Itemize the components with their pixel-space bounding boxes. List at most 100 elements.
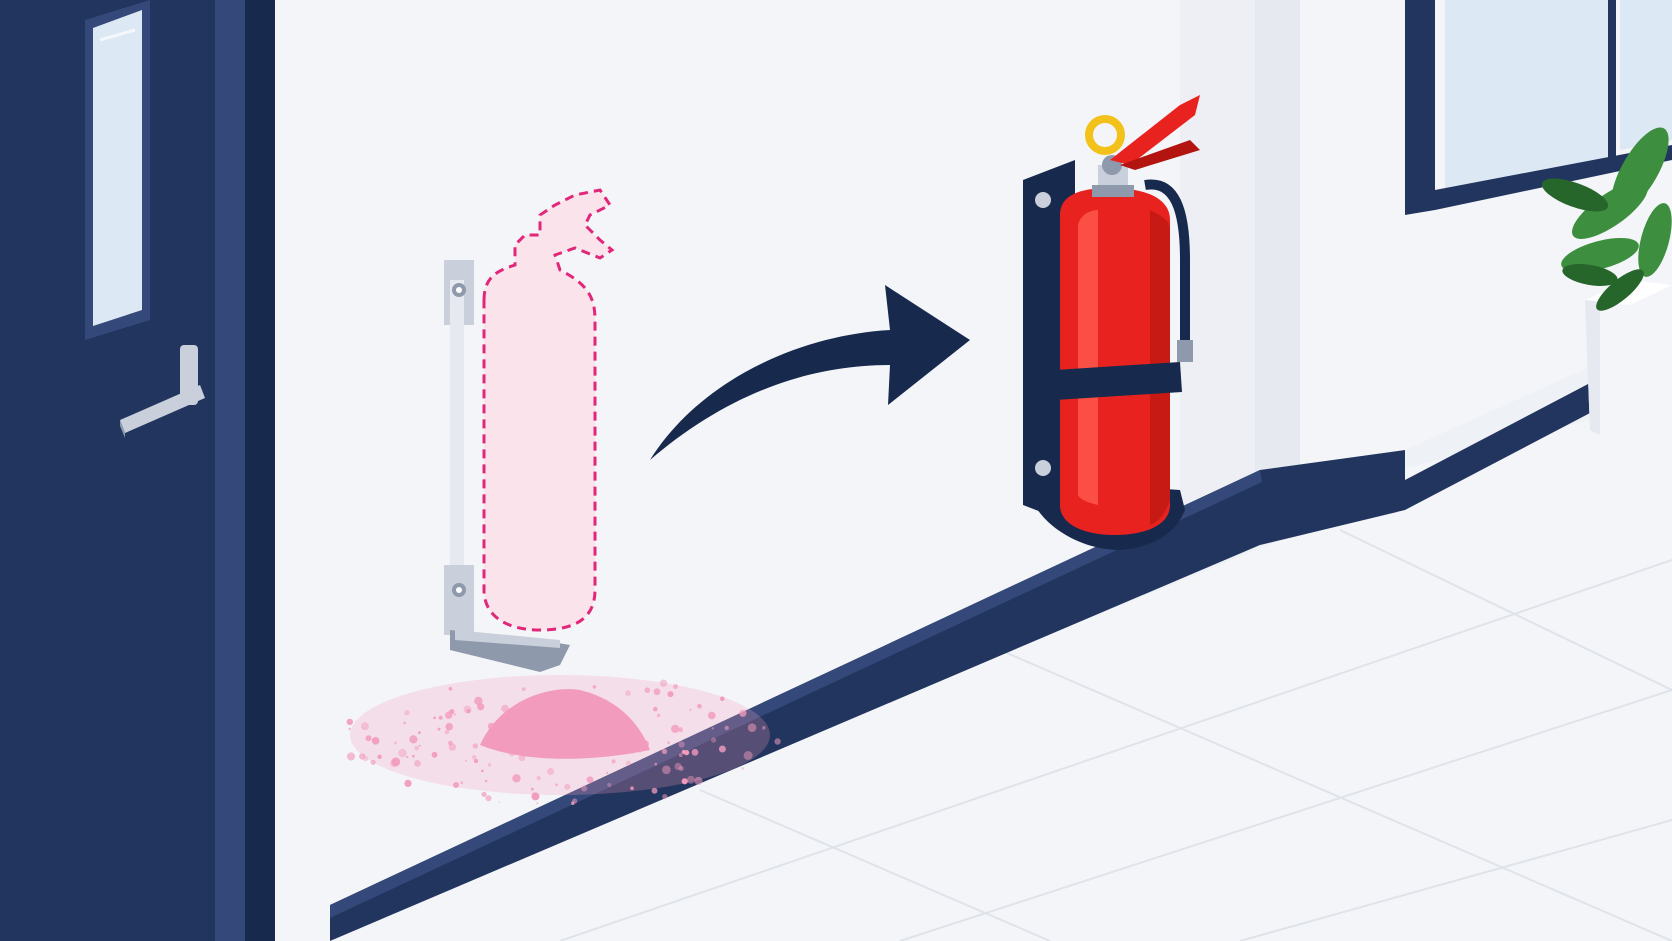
powder-particle — [360, 722, 369, 731]
powder-particle — [444, 729, 450, 735]
powder-particle — [471, 754, 477, 760]
powder-particle — [466, 709, 471, 714]
powder-particle — [365, 735, 372, 742]
powder-particle — [720, 696, 725, 701]
powder-particle — [667, 741, 670, 745]
powder-particle — [404, 710, 410, 716]
powder-particle — [667, 691, 674, 698]
powder-particle — [651, 787, 658, 794]
powder-particle — [541, 748, 544, 751]
powder-particle — [445, 722, 454, 731]
powder-particle — [481, 769, 484, 773]
powder-particle — [711, 737, 717, 743]
powder-particle — [485, 795, 492, 802]
powder-particle — [747, 723, 757, 732]
powder-particle — [743, 751, 753, 760]
powder-particle — [659, 679, 668, 687]
door-icon — [0, 0, 275, 941]
powder-particle — [573, 741, 581, 750]
powder-particle — [418, 744, 421, 747]
powder-particle — [433, 716, 436, 720]
powder-particle — [531, 792, 540, 801]
empty-bracket-icon — [444, 260, 570, 672]
powder-particle — [377, 754, 382, 759]
powder-particle — [607, 782, 612, 788]
spilled-powder-icon — [346, 675, 781, 805]
powder-particle — [686, 775, 695, 784]
powder-particle — [762, 726, 766, 730]
powder-particle — [438, 715, 443, 720]
powder-particle — [484, 779, 488, 783]
powder-particle — [449, 709, 455, 715]
powder-particle — [689, 708, 692, 712]
powder-particle — [346, 718, 353, 726]
powder-particle — [577, 748, 587, 758]
powder-particle — [409, 735, 418, 744]
powder-particle — [718, 745, 726, 753]
powder-particle — [477, 703, 485, 711]
powder-particle — [673, 684, 678, 689]
powder-particle — [499, 717, 508, 726]
powder-particle — [653, 706, 658, 712]
powder-particle — [498, 801, 501, 804]
powder-particle — [453, 782, 459, 788]
powder-particle — [555, 783, 558, 786]
powder-particle — [581, 785, 588, 792]
powder-particle — [694, 776, 703, 786]
powder-particle — [602, 713, 608, 719]
powder-particle — [371, 737, 380, 745]
powder-particle — [507, 738, 512, 743]
powder-particle — [412, 754, 415, 758]
powder-particle — [536, 802, 539, 805]
powder-particle — [414, 760, 421, 767]
baseboard-top — [330, 470, 1262, 918]
powder-particle — [681, 778, 688, 785]
powder-particle — [487, 763, 492, 767]
powder-particle — [363, 756, 369, 762]
powder-particle — [547, 767, 555, 776]
powder-particle — [611, 759, 616, 764]
powder-particle — [604, 699, 608, 702]
powder-particle — [662, 794, 668, 800]
powder-particle — [431, 751, 438, 758]
powder-particle — [678, 741, 685, 748]
powder-particle — [511, 724, 517, 729]
powder-particle — [370, 759, 376, 765]
powder-particle — [741, 767, 744, 770]
powder-particle — [460, 781, 464, 784]
powder-particle — [515, 714, 522, 721]
powder-particle — [539, 702, 542, 705]
powder-particle — [606, 771, 609, 775]
floor — [0, 400, 1672, 941]
powder-particle — [437, 727, 441, 731]
powder-particle — [521, 687, 526, 691]
powder-particle — [530, 787, 534, 791]
powder-particle — [641, 740, 649, 748]
floor-tiles — [559, 529, 1672, 941]
powder-particle — [536, 776, 541, 781]
powder-particle — [404, 779, 412, 788]
powder-particle — [448, 743, 457, 751]
missing-extinguisher-outline-icon — [482, 188, 615, 632]
powder-particle — [390, 759, 398, 768]
powder-particle — [724, 725, 729, 731]
powder-particle — [487, 722, 495, 730]
powder-particle — [398, 748, 407, 758]
powder-particle — [586, 776, 594, 784]
powder-particle — [711, 727, 714, 730]
powder-particle — [348, 727, 352, 731]
powder-particle — [474, 758, 479, 764]
wall-shade — [1180, 0, 1260, 540]
curved-arrow-icon — [650, 285, 970, 460]
powder-particle — [359, 753, 366, 760]
powder-particle — [508, 724, 511, 728]
powder-particle — [625, 760, 631, 766]
powder-particle — [691, 748, 699, 756]
powder-particle — [739, 709, 747, 717]
powder-particle — [578, 715, 583, 719]
powder-particle — [630, 786, 634, 790]
powder-particle — [523, 722, 530, 728]
powder-particle — [671, 724, 680, 733]
powder-particle — [509, 715, 517, 722]
